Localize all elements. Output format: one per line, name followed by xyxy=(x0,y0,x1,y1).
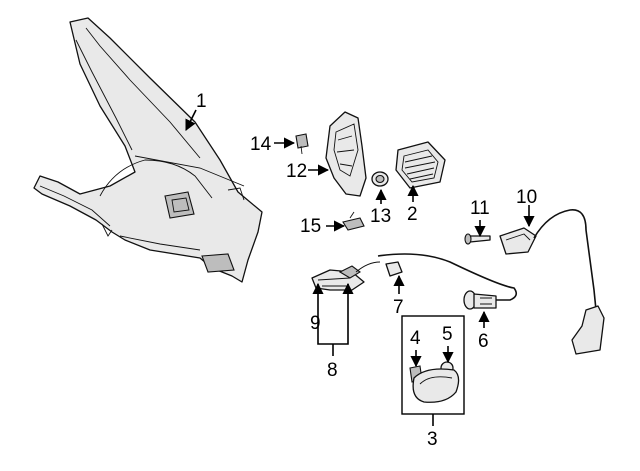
housing-panel xyxy=(325,111,367,197)
callout-2: 2 xyxy=(407,204,418,225)
callout-5: 5 xyxy=(442,324,453,345)
callout-8: 8 xyxy=(327,360,338,381)
screw xyxy=(464,233,491,245)
callout-1: 1 xyxy=(196,91,207,112)
callout-13: 13 xyxy=(370,206,391,227)
callout-6: 6 xyxy=(478,331,489,352)
retainer-clip xyxy=(342,211,365,231)
quarter-panel xyxy=(33,17,263,283)
callout-labels: 1 14 12 13 2 15 11 10 7 9 6 4 5 8 3 xyxy=(196,91,537,450)
vent-grille xyxy=(395,141,446,189)
clip xyxy=(295,133,309,155)
latch xyxy=(463,290,497,310)
callout-10: 10 xyxy=(516,187,537,208)
callout-4: 4 xyxy=(410,328,421,349)
fuel-door-kit-box xyxy=(401,315,465,415)
callout-7: 7 xyxy=(393,297,404,318)
callout-12: 12 xyxy=(286,161,307,182)
callout-11: 11 xyxy=(470,198,490,219)
callout-3: 3 xyxy=(427,429,438,450)
cable-connector xyxy=(377,253,518,301)
release-handle xyxy=(499,209,605,355)
callout-15: 15 xyxy=(300,216,321,237)
plug xyxy=(371,171,389,187)
hinge-assembly xyxy=(311,261,381,291)
leader-lines xyxy=(185,109,535,426)
callout-14: 14 xyxy=(250,134,272,155)
callout-9: 9 xyxy=(310,313,321,334)
